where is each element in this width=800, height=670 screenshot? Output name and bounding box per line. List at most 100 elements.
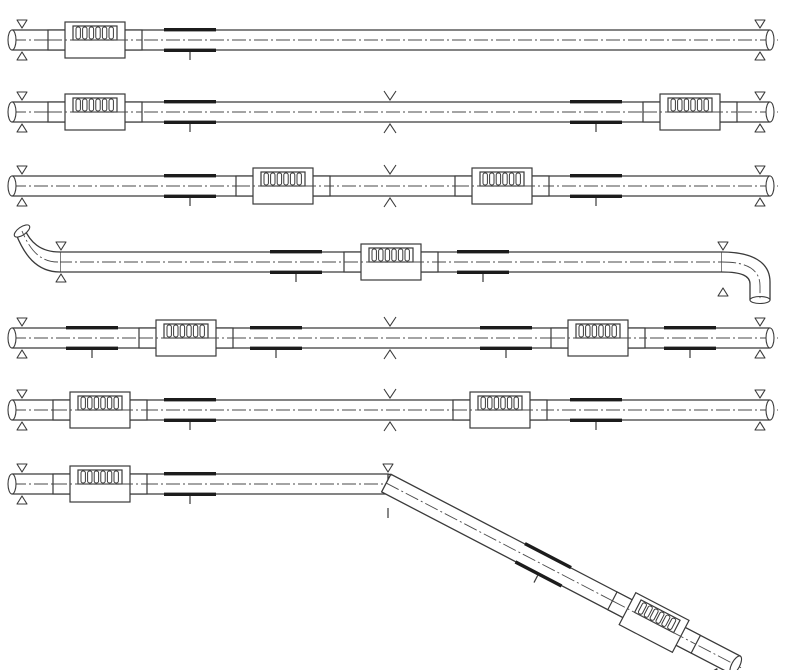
- pipe-end: [765, 399, 775, 421]
- guide-band-bottom: [480, 346, 532, 350]
- support-triangle-top: [16, 19, 28, 29]
- bellows-convolution: [87, 470, 93, 484]
- bellows-compensator: [642, 93, 738, 131]
- bellows-convolution: [637, 602, 647, 615]
- bellows-convolution: [515, 172, 521, 186]
- guide-band-bottom: [164, 120, 216, 124]
- bellows-convolution: [113, 470, 119, 484]
- guide-support: [570, 100, 622, 132]
- bellows-compensator: [235, 167, 331, 205]
- bellows-compensator: [47, 93, 143, 131]
- anchor-mark-bottom: [383, 197, 397, 208]
- pipe-end: [7, 399, 17, 421]
- bellows-compensator: [52, 465, 148, 503]
- bellows-compensator: [52, 391, 148, 429]
- guide-band-top: [164, 100, 216, 104]
- guide-band-bottom: [66, 346, 118, 350]
- guide-band-bottom: [250, 346, 302, 350]
- pipe-end: [765, 175, 775, 197]
- guide-band-bottom: [164, 492, 216, 496]
- support-triangle-top: [754, 19, 766, 29]
- guide-band-bottom: [570, 194, 622, 198]
- bellows-compensator: [343, 243, 439, 281]
- guide-support: [66, 326, 118, 358]
- bellows-compensator: [47, 21, 143, 59]
- support-triangle-top: [754, 317, 766, 327]
- support-triangle-bottom: [16, 51, 28, 61]
- bellows-convolution: [495, 172, 502, 186]
- bellows-convolution: [166, 324, 172, 338]
- bellows-convolution: [101, 26, 108, 40]
- bellows-convolution: [186, 324, 192, 338]
- anchor-mark-top: [383, 388, 397, 399]
- bellows-convolution: [87, 396, 93, 410]
- midpoint-anchor: [383, 90, 397, 134]
- guide-support: [164, 398, 216, 430]
- pipeline-row: [7, 19, 778, 61]
- bellows-convolution: [703, 98, 709, 112]
- pipe-end: [7, 327, 17, 349]
- bellows-convolution: [82, 26, 88, 40]
- anchor-mark-bottom: [383, 349, 397, 360]
- pipeline-row-angled: [7, 463, 743, 670]
- pipe-end: [7, 101, 17, 123]
- support-triangle-top: [754, 91, 766, 101]
- support-triangle-top: [16, 165, 28, 175]
- support-triangle-bottom: [16, 197, 28, 207]
- support-triangle-bottom: [16, 421, 28, 431]
- guide-band-top: [164, 174, 216, 178]
- support-triangle-bottom: [754, 197, 766, 207]
- bellows-convolution: [93, 470, 100, 484]
- bellows-convolution: [683, 98, 690, 112]
- guide-support: [664, 326, 716, 358]
- bellows-convolution: [585, 324, 591, 338]
- fixed-support: [16, 91, 28, 133]
- pipeline-row: [7, 316, 778, 360]
- bellows-convolution: [75, 26, 81, 40]
- bellows-convolution: [378, 248, 384, 262]
- support-triangle-top: [16, 317, 28, 327]
- support-triangle-top: [16, 389, 28, 399]
- bellows-convolution: [649, 608, 659, 621]
- bellows-convolution: [173, 324, 179, 338]
- bellows-convolution: [661, 614, 671, 627]
- guide-band-top: [164, 472, 216, 476]
- anchor-mark-bottom: [383, 421, 397, 432]
- bellows-convolution: [655, 611, 665, 624]
- bellows-convolution: [502, 172, 508, 186]
- bellows-convolution: [283, 172, 289, 186]
- bellows-convolution: [80, 396, 86, 410]
- bellows-compensator: [452, 391, 548, 429]
- compensator-axis: [612, 600, 697, 645]
- bellows-convolution: [95, 98, 101, 112]
- bellows-convolution: [391, 248, 397, 262]
- support-triangle-bottom: [754, 349, 766, 359]
- bellows-convolution: [100, 396, 106, 410]
- guide-support: [164, 28, 216, 60]
- bellows-convolution: [397, 248, 404, 262]
- guide-band-bottom: [570, 418, 622, 422]
- support-triangle-bottom: [717, 287, 729, 297]
- bellows-convolution: [670, 98, 676, 112]
- pipe-end: [765, 327, 775, 349]
- bellows-compensator: [550, 319, 646, 357]
- bellows-convolution: [80, 470, 86, 484]
- guide-support: [480, 326, 532, 358]
- fixed-support: [754, 19, 766, 61]
- fixed-support: [16, 165, 28, 207]
- support-triangle-top: [754, 389, 766, 399]
- guide-support: [164, 472, 216, 504]
- support-triangle-top: [16, 91, 28, 101]
- bellows-convolution: [289, 172, 296, 186]
- bellows-convolution: [690, 98, 696, 112]
- support-triangle-bottom: [754, 51, 766, 61]
- bellows-convolution: [93, 396, 100, 410]
- guide-support: [457, 250, 509, 282]
- bellows-compensator: [138, 319, 234, 357]
- bellows-convolution: [643, 605, 653, 618]
- midpoint-anchor: [383, 316, 397, 360]
- bend-joint: [387, 473, 393, 476]
- guide-band-top: [570, 398, 622, 402]
- fixed-support: [754, 389, 766, 431]
